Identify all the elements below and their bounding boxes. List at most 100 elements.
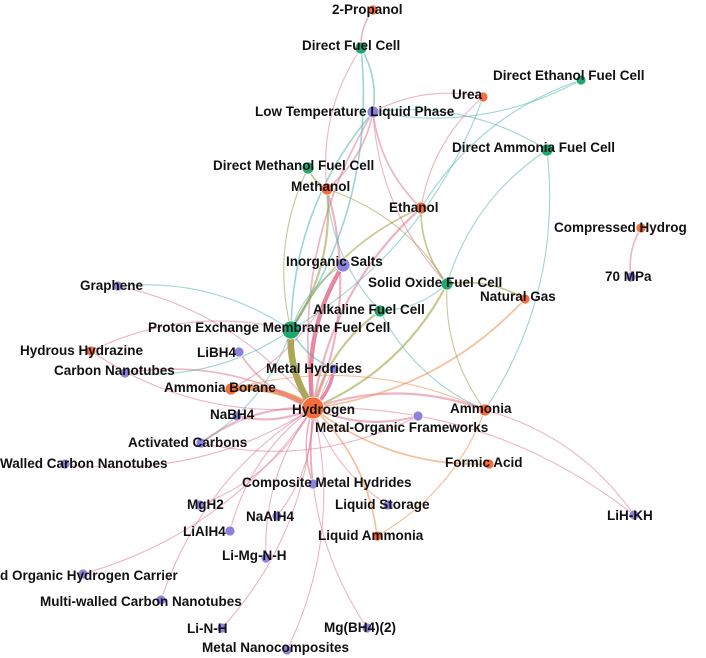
node-label-sofc: Solid Oxide Fuel Cell [368, 275, 502, 290]
edge-sofc-ammonia [446, 283, 486, 411]
node-dfc[interactable] [354, 41, 368, 55]
edge-hydrogen-natgas [312, 298, 526, 409]
node-compressed[interactable] [635, 222, 647, 234]
edge-hydrogen-ammonia [311, 392, 487, 412]
edge-hydrogen-formic [312, 407, 490, 466]
node-afc[interactable] [373, 304, 387, 318]
node-ltlp[interactable] [366, 105, 380, 119]
node-sofc[interactable] [440, 277, 454, 291]
edge-hydrogen-methanol [311, 187, 342, 410]
edge-ltlp-urea [372, 92, 484, 113]
node-ammonia[interactable] [478, 403, 492, 417]
node-label-afc: Alkaline Fuel Cell [313, 302, 425, 317]
node-label-compressed: Compressed Hydrog [554, 220, 687, 235]
node-label-nabh4: NaBH4 [210, 407, 255, 422]
node-lihkh[interactable] [628, 509, 640, 521]
node-formic[interactable] [483, 458, 495, 470]
edge-hydrogen-linh [221, 407, 314, 629]
node-label-pemfc: Proton Exchange Membrane Fuel Cell [148, 320, 390, 335]
node-dafc[interactable] [540, 143, 554, 157]
node-label-hydrogen: Hydrogen [292, 402, 355, 417]
edge-hydrogen-hydrazine [90, 350, 314, 411]
node-metalnano[interactable] [281, 644, 293, 656]
node-limgnh[interactable] [260, 552, 272, 564]
edge-hydrogen-naalh4 [276, 407, 314, 517]
edge-ammonia-ammoniaborane [230, 374, 486, 411]
node-label-naalh4: NaAlH4 [246, 509, 295, 524]
node-label-methanol: Methanol [291, 179, 350, 194]
node-activated[interactable] [195, 437, 207, 449]
node-label-mof: Metal-Organic Frameworks [315, 420, 488, 435]
node-label-libh4: LiBH4 [197, 345, 236, 360]
node-metalhyd[interactable] [328, 363, 340, 375]
node-label-mpa: 70 MPa [605, 269, 652, 284]
node-label-mgbh4: Mg(BH4)(2) [324, 620, 396, 635]
node-liquidstorage[interactable] [382, 499, 394, 511]
edge-ammonia-liqammonia [376, 409, 486, 537]
node-label-cnt: Carbon Nanotubes [54, 363, 175, 378]
edge-pemfc-activated [200, 329, 292, 444]
node-naalh4[interactable] [271, 510, 283, 522]
node-libh4[interactable] [233, 346, 245, 358]
node-label-swcnt: Walled Carbon Nanotubes [0, 456, 168, 471]
node-hydrazine[interactable] [85, 345, 97, 357]
edge-pemfc-ltlp [290, 111, 374, 331]
node-label-ltlp: Low Temperature Liquid Phase [255, 104, 455, 119]
node-ammoniaborane[interactable] [224, 382, 238, 396]
node-mwcnt[interactable] [155, 594, 167, 606]
node-liqammonia[interactable] [371, 530, 383, 542]
node-label-lihkh: LiH-KH [607, 508, 653, 523]
node-propanol[interactable] [367, 4, 379, 16]
node-label-urea: Urea [452, 87, 483, 102]
node-label-linh: Li-N-H [187, 621, 228, 636]
node-defc[interactable] [575, 74, 587, 86]
node-hydrogen[interactable] [301, 396, 325, 420]
node-inorganic[interactable] [335, 257, 351, 273]
node-mpa[interactable] [625, 271, 637, 283]
node-label-ammonia: Ammonia [450, 401, 512, 416]
node-mgbh4[interactable] [361, 622, 373, 634]
node-composite[interactable] [307, 478, 319, 490]
node-label-formic: Formic Acid [445, 455, 523, 470]
node-label-composite: Composite Metal Hydrides [242, 475, 412, 490]
node-label-metalnano: Metal Nanocomposites [202, 640, 349, 655]
node-ethanol[interactable] [414, 201, 428, 215]
node-label-natgas: Natural Gas [480, 289, 556, 304]
edge-ammonia-lihkh [484, 409, 635, 516]
edge-dafc-sofc [446, 149, 548, 285]
node-methanol[interactable] [320, 182, 334, 196]
label-layer: Hydrogen Proton Exchange Membrane Fuel Ce… [0, 2, 687, 655]
node-natgas[interactable] [519, 293, 531, 305]
edge-hydrogen-liqammonia [312, 407, 378, 537]
node-label-liqammonia: Liquid Ammonia [318, 528, 424, 543]
node-graphene[interactable] [112, 280, 124, 292]
node-label-defc: Direct Ethanol Fuel Cell [493, 68, 645, 83]
node-swcnt[interactable] [59, 458, 71, 470]
node-label-liquidstorage: Liquid Storage [335, 497, 430, 512]
edge-sofc-afc [379, 283, 448, 312]
node-label-metalhyd: Metal Hydrides [266, 361, 362, 376]
node-linh[interactable] [216, 622, 228, 634]
edge-ltlp-ethanol [372, 111, 422, 209]
edge-hydrogen-sofc [311, 282, 449, 410]
node-pemfc[interactable] [281, 320, 301, 340]
node-label-graphene: Graphene [80, 278, 144, 293]
node-label-mgh2: MgH2 [187, 497, 224, 512]
edge-ltlp-dafc [372, 109, 548, 151]
node-urea[interactable] [477, 91, 489, 103]
edge-ethanol-urea [420, 96, 484, 209]
edge-pemfc-urea [290, 96, 484, 331]
edge-hydrogen-lohc [82, 407, 314, 575]
node-dmfc[interactable] [301, 161, 315, 175]
edge-methanol-afc [326, 188, 381, 312]
node-cnt[interactable] [119, 367, 131, 379]
edge-hydrogen-graphene [117, 285, 314, 409]
node-nabh4[interactable] [231, 410, 243, 422]
node-lialh4[interactable] [224, 525, 236, 537]
node-mgh2[interactable] [194, 499, 206, 511]
node-lohc[interactable] [77, 568, 89, 580]
edge-sofc-natgas [446, 281, 526, 300]
node-mof[interactable] [412, 410, 424, 422]
node-label-dmfc: Direct Methanol Fuel Cell [213, 158, 374, 173]
